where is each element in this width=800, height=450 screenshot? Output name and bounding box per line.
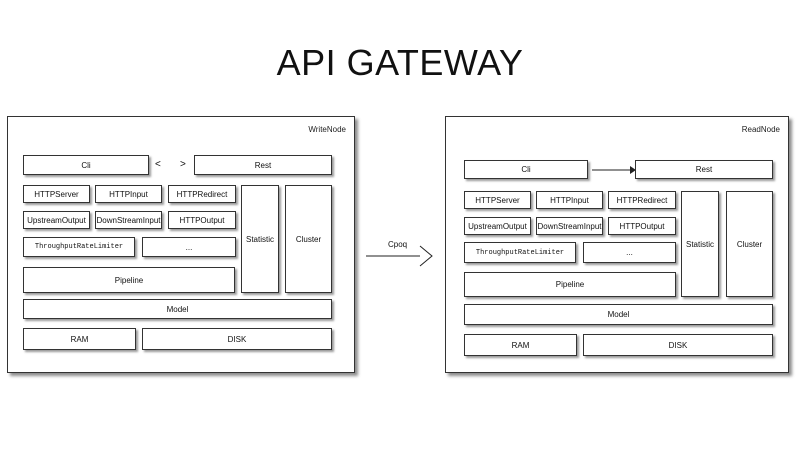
write-node-downstream-input: DownStreamInput: [95, 211, 162, 229]
read-node-more: ...: [583, 242, 676, 263]
read-node-ram: RAM: [464, 334, 577, 356]
read-node: ReadNode Cli Rest HTTPServer HTTPInput H…: [445, 116, 789, 373]
read-node-disk: DISK: [583, 334, 773, 356]
write-node-more: ...: [142, 237, 236, 257]
write-node-cluster: Cluster: [285, 185, 332, 293]
read-node-cluster: Cluster: [726, 191, 773, 297]
write-node-model: Model: [23, 299, 332, 319]
write-node-http-output: HTTPOutput: [168, 211, 236, 229]
read-node-rest: Rest: [635, 160, 773, 179]
diagram-title: API GATEWAY: [276, 42, 524, 83]
cli-to-rest-arrow-icon: [592, 166, 636, 174]
read-node-http-input: HTTPInput: [536, 191, 603, 209]
write-node-http-redirect: HTTPRedirect: [168, 185, 236, 203]
right-arrow-icon: >: [180, 159, 186, 170]
read-node-http-redirect: HTTPRedirect: [608, 191, 676, 209]
read-node-downstream-input: DownStreamInput: [536, 217, 603, 235]
read-node-label: ReadNode: [741, 125, 780, 134]
read-node-upstream-output: UpstreamOutput: [464, 217, 531, 235]
write-node-ram: RAM: [23, 328, 136, 350]
write-node-disk: DISK: [142, 328, 332, 350]
write-node-http-input: HTTPInput: [95, 185, 162, 203]
read-node-cli: Cli: [464, 160, 588, 179]
copy-arrow-label: Cpoq: [388, 240, 408, 249]
write-node-rest: Rest: [194, 155, 332, 175]
read-node-http-server: HTTPServer: [464, 191, 531, 209]
read-node-statistic: Statistic: [681, 191, 719, 297]
write-node-label: WriteNode: [308, 125, 346, 134]
write-node-upstream-output: UpstreamOutput: [23, 211, 90, 229]
left-arrow-icon: <: [155, 159, 161, 170]
copy-arrow-icon: [366, 245, 433, 267]
write-node-statistic: Statistic: [241, 185, 279, 293]
read-node-throughput-rate-limiter: ThroughputRateLimiter: [464, 242, 576, 263]
read-node-pipeline: Pipeline: [464, 272, 676, 297]
write-node: WriteNode Cli < > Rest HTTPServer HTTPIn…: [7, 116, 355, 373]
write-node-throughput-rate-limiter: ThroughputRateLimiter: [23, 237, 135, 257]
write-node-pipeline: Pipeline: [23, 267, 235, 293]
read-node-http-output: HTTPOutput: [608, 217, 676, 235]
write-node-http-server: HTTPServer: [23, 185, 90, 203]
read-node-model: Model: [464, 304, 773, 325]
write-node-cli: Cli: [23, 155, 149, 175]
